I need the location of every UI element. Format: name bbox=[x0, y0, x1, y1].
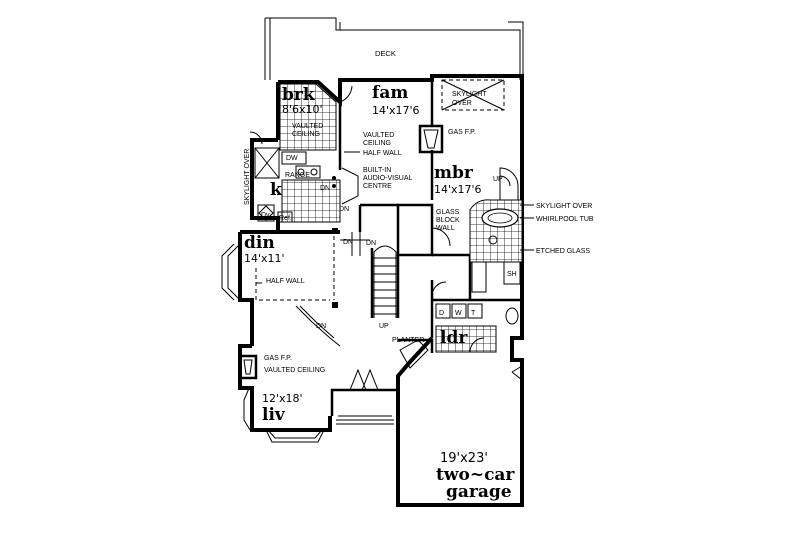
note-vaulted-fam-2: CEILING bbox=[363, 140, 391, 147]
room-name-garage-2: garage bbox=[446, 482, 512, 502]
dryer-box bbox=[257, 204, 275, 222]
note-glass-block-2: BLOCK bbox=[436, 217, 460, 224]
note-whirlpool-tub: WHIRLPOOL TUB bbox=[536, 216, 594, 223]
note-dw: DW bbox=[286, 155, 298, 162]
room-dim-din: 14'x11' bbox=[244, 252, 285, 265]
skylight-fam bbox=[441, 79, 505, 111]
washer bbox=[451, 303, 467, 319]
deck-label: DECK bbox=[375, 49, 396, 58]
note-dn-kitchen: DN bbox=[320, 185, 330, 192]
breakfast-nook: brk 8'6x10' VAULTED CEILING bbox=[279, 81, 337, 151]
room-name-brk: brk bbox=[282, 85, 316, 105]
vanity bbox=[471, 261, 487, 293]
family-room: fam 14'x17'6 VAULTED CEILING HALF WALL B… bbox=[332, 79, 505, 205]
note-dn-hall: DN bbox=[339, 206, 349, 213]
toilet bbox=[505, 307, 519, 325]
note-planter: PLANTER bbox=[392, 337, 424, 344]
room-name-k: k bbox=[270, 180, 283, 200]
master-bedroom: mbr 14'x17'6 UP GLASS BLOCK WALL SH SKYL… bbox=[431, 163, 594, 293]
shower bbox=[503, 261, 521, 285]
note-ref: Ref. bbox=[279, 215, 292, 222]
note-vaulted-liv: VAULTED CEILING bbox=[264, 367, 325, 374]
room-dim-garage: 19'x23' bbox=[440, 451, 488, 466]
note-dn-liv: DN bbox=[316, 323, 326, 330]
stairs: UP DN DN DN PLANTER bbox=[332, 206, 429, 425]
note-skylight-kitchen: SKYLIGHT OVER bbox=[244, 149, 251, 205]
note-dn-landing: DN bbox=[366, 240, 376, 247]
garage: 19'x23' two~car garage bbox=[436, 365, 523, 502]
room-name-garage-1: two~car bbox=[436, 465, 515, 485]
room-dim-fam: 14'x17'6 bbox=[372, 104, 420, 117]
room-name-liv: liv bbox=[262, 405, 286, 425]
note-tub-t: T bbox=[471, 310, 476, 317]
deck: DECK bbox=[264, 17, 524, 80]
room-name-mbr: mbr bbox=[434, 163, 474, 183]
note-vaulted-brk-1: VAULTED bbox=[292, 123, 323, 130]
note-washer: W bbox=[455, 310, 462, 317]
room-dim-liv: 12'x18' bbox=[262, 392, 303, 405]
note-builtin-1: BUILT-IN bbox=[363, 167, 391, 174]
note-dryer: D bbox=[439, 310, 444, 317]
fireplace-liv bbox=[238, 354, 258, 380]
note-sh: SH bbox=[507, 271, 517, 278]
room-name-din: din bbox=[244, 233, 275, 253]
room-dim-mbr: 14'x17'6 bbox=[434, 183, 482, 196]
dryer bbox=[435, 303, 451, 319]
note-dn-stair: DN bbox=[343, 239, 353, 246]
fridge bbox=[277, 211, 293, 223]
note-gas-fp-fam: GAS F.P. bbox=[448, 129, 476, 136]
fireplace-fam bbox=[418, 124, 444, 154]
note-dv: Dv. bbox=[261, 212, 271, 219]
note-glass-block-1: GLASS bbox=[436, 209, 460, 216]
room-name-ldr: ldr bbox=[440, 328, 468, 348]
note-etched-glass: ETCHED GLASS bbox=[536, 248, 590, 255]
room-name-fam: fam bbox=[372, 83, 408, 103]
note-builtin-2: AUDIO-VISUAL bbox=[363, 175, 413, 182]
note-skylight-fam-1: SKYLIGHT bbox=[452, 91, 487, 98]
note-builtin-3: CENTRE bbox=[363, 183, 392, 190]
note-vaulted-brk-2: CEILING bbox=[292, 131, 320, 138]
toilet-box bbox=[467, 303, 483, 319]
whirlpool-tub bbox=[481, 208, 519, 228]
laundry: D W T ldr bbox=[431, 281, 519, 353]
note-range: RANGE bbox=[285, 172, 310, 179]
note-gas-fp-liv: GAS F.P. bbox=[264, 355, 292, 362]
living-room: DN GAS F.P. VAULTED CEILING 12'x18' liv bbox=[238, 305, 341, 443]
note-skylight-tub: SKYLIGHT OVER bbox=[536, 203, 592, 210]
note-half-wall-din: HALF WALL bbox=[266, 278, 305, 285]
note-vaulted-fam-1: VAULTED bbox=[363, 132, 394, 139]
kitchen: k DW RANGE DN Dv. Ref. SKYLIGHT OVER bbox=[244, 131, 341, 223]
dishwasher bbox=[281, 151, 307, 165]
note-skylight-fam-2: OVER bbox=[452, 100, 472, 107]
note-up-stair: UP bbox=[379, 323, 389, 330]
dining-room: din 14'x11' HALF WALL bbox=[221, 233, 335, 301]
note-up-mbr: UP bbox=[493, 176, 503, 183]
room-dim-brk: 8'6x10' bbox=[282, 103, 323, 116]
note-glass-block-3: WALL bbox=[436, 225, 455, 232]
note-half-wall-fam: HALF WALL bbox=[363, 150, 402, 157]
skylight-box bbox=[254, 147, 280, 179]
range bbox=[295, 165, 321, 179]
